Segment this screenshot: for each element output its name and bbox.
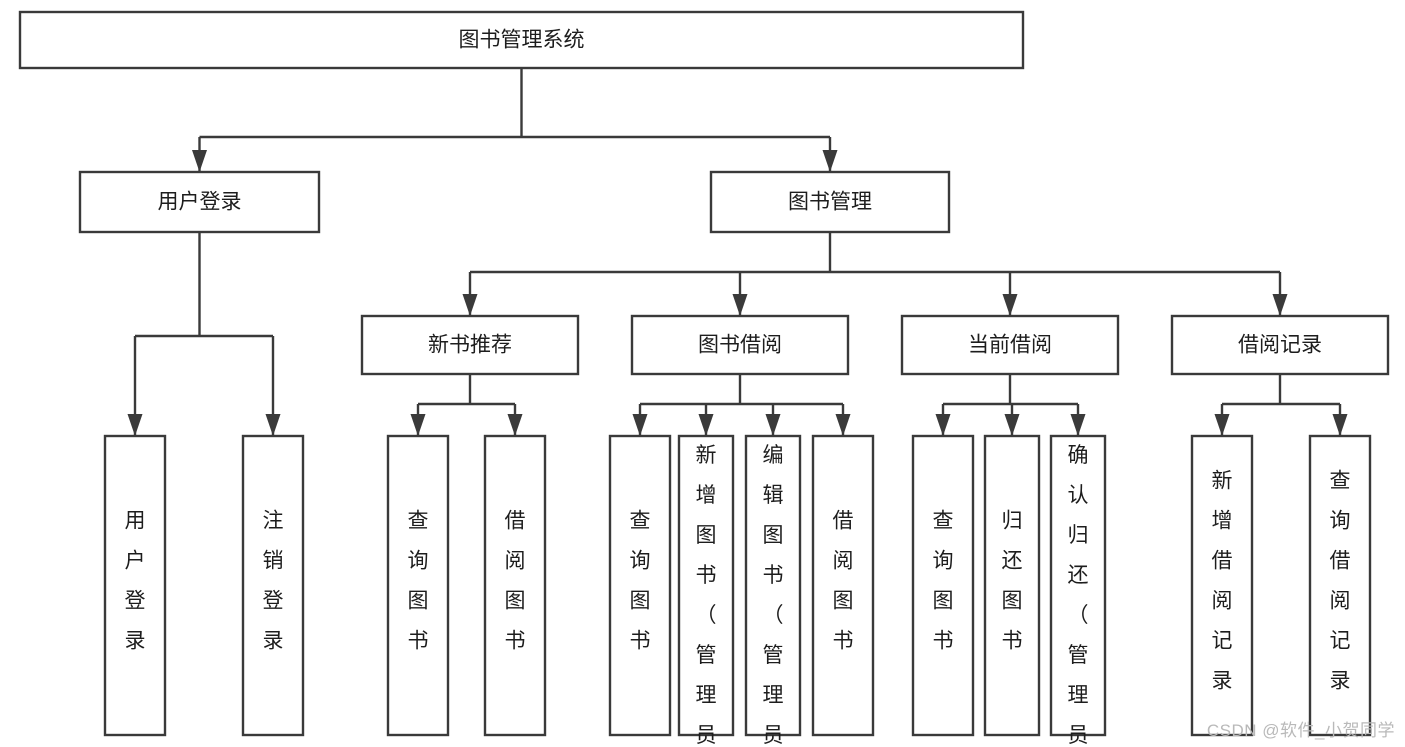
arrow-head-icon bbox=[835, 414, 851, 436]
arrow-head-icon bbox=[632, 414, 648, 436]
node-label-confirm-return-admin: 确认归还（管理员） bbox=[1068, 444, 1089, 747]
node-box-confirm-return-admin[interactable] bbox=[1049, 434, 1107, 737]
node-box-user-login[interactable] bbox=[78, 170, 321, 234]
node-label-root: 图书管理系统 bbox=[459, 29, 585, 52]
node-box-return-book[interactable] bbox=[983, 434, 1041, 737]
node-label-current-borrow: 当前借阅 bbox=[968, 334, 1052, 357]
node-label-add-book-admin: 新增图书（管理员） bbox=[696, 444, 717, 747]
node-box-new-book-recommend[interactable] bbox=[360, 314, 580, 376]
node-box-user-logout[interactable] bbox=[241, 434, 305, 737]
arrow-head-icon bbox=[265, 414, 281, 436]
node-label-query-book-1: 查询图书 bbox=[408, 510, 429, 653]
node-box-book-borrow[interactable] bbox=[630, 314, 850, 376]
arrow-head-icon bbox=[192, 150, 207, 172]
arrow-head-icon bbox=[410, 414, 426, 436]
node-label-add-borrow-record: 新增借阅记录 bbox=[1212, 470, 1233, 693]
node-label-borrow-record: 借阅记录 bbox=[1238, 334, 1322, 357]
node-label-user-login-action: 用户登录 bbox=[125, 510, 146, 653]
arrow-head-icon bbox=[127, 414, 143, 436]
node-box-add-book-admin[interactable] bbox=[677, 434, 735, 737]
arrow-head-icon bbox=[1214, 414, 1230, 436]
arrow-head-icon bbox=[1004, 414, 1020, 436]
node-label-user-login: 用户登录 bbox=[158, 191, 242, 214]
node-label-query-book-3: 查询图书 bbox=[933, 510, 954, 653]
node-label-query-book-2: 查询图书 bbox=[630, 510, 651, 653]
node-label-borrow-book-1: 借阅图书 bbox=[505, 510, 526, 653]
arrow-head-icon bbox=[732, 294, 748, 316]
node-box-current-borrow[interactable] bbox=[900, 314, 1120, 376]
node-box-root[interactable] bbox=[18, 10, 1025, 70]
node-box-query-book-1[interactable] bbox=[386, 434, 450, 737]
arrow-head-icon bbox=[507, 414, 523, 436]
node-box-user-login-action[interactable] bbox=[103, 434, 167, 737]
arrow-head-icon bbox=[462, 294, 478, 316]
arrow-head-icon bbox=[822, 150, 838, 172]
arrow-head-icon bbox=[765, 414, 781, 436]
node-box-borrow-book-2[interactable] bbox=[811, 434, 875, 737]
node-label-user-logout: 注销登录 bbox=[263, 510, 284, 653]
node-box-query-book-2[interactable] bbox=[608, 434, 672, 737]
node-label-borrow-book-2: 借阅图书 bbox=[833, 510, 854, 653]
node-box-add-borrow-record[interactable] bbox=[1190, 434, 1254, 737]
arrow-head-icon bbox=[1332, 414, 1348, 436]
node-label-new-book-recommend: 新书推荐 bbox=[428, 334, 512, 357]
arrow-head-icon bbox=[698, 414, 714, 436]
arrow-head-icon bbox=[935, 414, 951, 436]
node-box-borrow-record[interactable] bbox=[1170, 314, 1390, 376]
node-box-borrow-book-1[interactable] bbox=[483, 434, 547, 737]
arrow-head-icon bbox=[1002, 294, 1018, 316]
node-label-query-borrow-record: 查询借阅记录 bbox=[1330, 470, 1351, 693]
arrow-head-icon bbox=[1272, 294, 1288, 316]
arrow-head-icon bbox=[1070, 414, 1086, 436]
node-label-book-borrow: 图书借阅 bbox=[698, 334, 782, 357]
node-box-edit-book-admin[interactable] bbox=[744, 434, 802, 737]
watermark-text: CSDN @软件_小贺同学 bbox=[1206, 721, 1395, 740]
node-label-book-management: 图书管理 bbox=[788, 191, 872, 214]
node-box-query-book-3[interactable] bbox=[911, 434, 975, 737]
node-label-edit-book-admin: 编辑图书（管理员） bbox=[763, 444, 784, 747]
node-label-return-book: 归还图书 bbox=[1002, 510, 1023, 653]
node-box-book-management[interactable] bbox=[709, 170, 951, 234]
node-box-query-borrow-record[interactable] bbox=[1308, 434, 1372, 737]
